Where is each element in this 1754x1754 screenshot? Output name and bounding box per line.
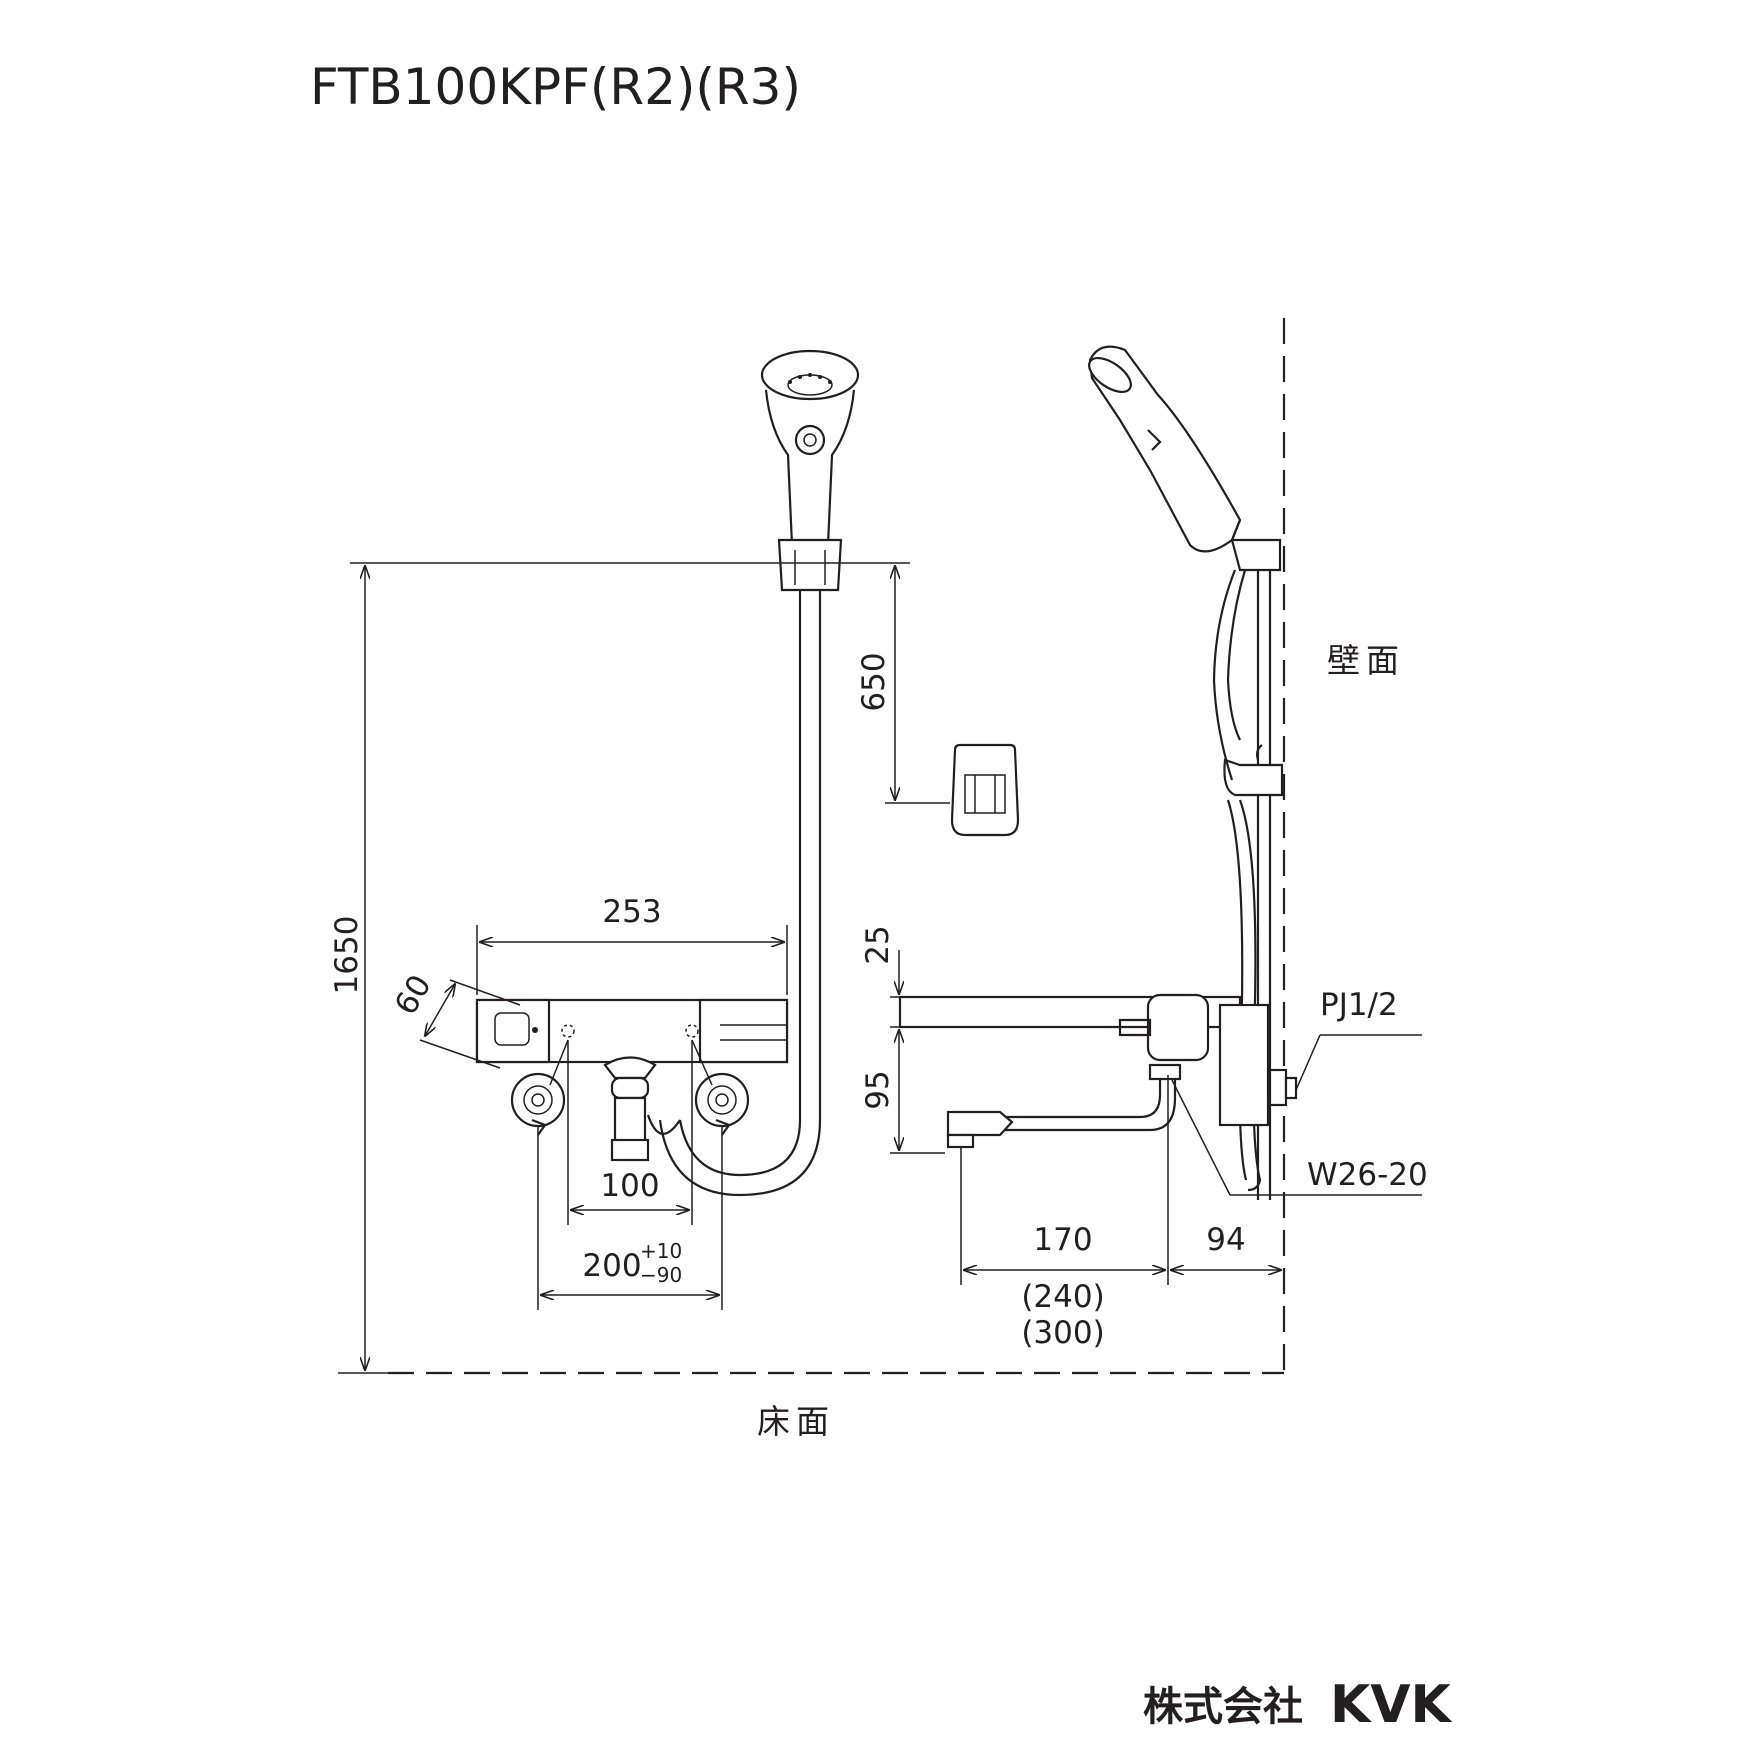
dim-170: 170 xyxy=(1033,1222,1092,1258)
dim-25: 25 xyxy=(860,925,896,964)
front-shower-head xyxy=(760,349,860,592)
side-view: 25 95 170 94 (240) (300) PJ1/2 W26-20 壁面 xyxy=(388,318,1428,1375)
dim-200: 200 xyxy=(582,1248,641,1284)
company-brand: KVK xyxy=(1330,1675,1453,1735)
front-mixer-body xyxy=(475,998,789,1162)
dim-95: 95 xyxy=(860,1070,896,1109)
label-wall-surface: 壁面 xyxy=(1327,641,1405,680)
dim-100: 100 xyxy=(600,1168,659,1204)
dim-200-tol-minus: −90 xyxy=(640,1263,682,1287)
dim-240: (240) xyxy=(1021,1279,1104,1315)
dim-60: 60 xyxy=(388,969,439,1021)
lower-holder xyxy=(950,743,1020,837)
dim-1650: 1650 xyxy=(329,916,365,995)
dim-650: 650 xyxy=(856,652,892,711)
side-dimensions: 25 95 170 94 (240) (300) PJ1/2 W26-20 xyxy=(860,925,1428,1351)
model-title: FTB100KPF(R2)(R3) xyxy=(310,58,801,116)
company-name: 株式会社 xyxy=(1143,1684,1303,1730)
dim-94: 94 xyxy=(1206,1222,1245,1258)
dim-200-tol-plus: +10 xyxy=(640,1239,682,1263)
label-floor-surface: 床面 xyxy=(757,1402,835,1441)
company-logo: 株式会社 KVK xyxy=(1143,1675,1453,1735)
dim-253: 253 xyxy=(602,894,661,930)
front-hose xyxy=(658,590,822,1197)
side-mixer-body xyxy=(898,993,1298,1149)
front-view: 1650 650 253 60 100 200 +1 xyxy=(329,349,1020,1374)
label-pj12: PJ1/2 xyxy=(1320,987,1398,1023)
dim-300: (300) xyxy=(1021,1315,1104,1351)
front-dimensions: 1650 650 253 60 100 200 +1 xyxy=(329,562,950,1374)
side-shower-head xyxy=(1088,345,1242,553)
label-w26-20: W26-20 xyxy=(1307,1157,1428,1193)
